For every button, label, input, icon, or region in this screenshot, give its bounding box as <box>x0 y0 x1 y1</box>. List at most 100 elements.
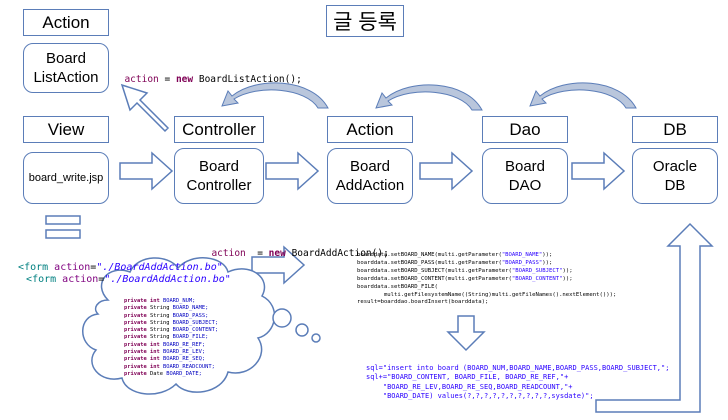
box-board-dao: Board DAO <box>482 148 568 204</box>
box-board-controller: Board Controller <box>174 148 264 204</box>
setter-line: boarddata.setBOARD_NAME(multi.getParamet… <box>357 252 616 260</box>
field-keyword: private <box>124 370 147 377</box>
setter-code: )); <box>562 275 573 282</box>
field-keyword: private <box>124 334 147 341</box>
setter-code: )); <box>562 267 573 274</box>
field-line: private int BOARD_RE_SEQ; <box>124 356 218 363</box>
setter-code: boarddata.setBOARD_NAME(multi.getParamet… <box>357 252 502 258</box>
field-type: String <box>146 305 170 312</box>
header-action: Action <box>327 116 413 143</box>
field-keyword: private int <box>124 356 160 363</box>
setter-code: boarddata.setBOARD_FILE( <box>357 283 438 290</box>
field-type: Date <box>146 370 163 377</box>
field-name: BOARD_DATE; <box>162 370 202 377</box>
field-line: private Date BOARD_DATE; <box>124 371 218 378</box>
field-keyword: private <box>124 327 147 334</box>
sql-line: sql="insert into board (BOARD_NUM,BOARD_… <box>366 364 670 372</box>
arrow-controller-to-list-action <box>120 83 170 133</box>
equals-bar-bottom <box>45 229 81 239</box>
setter-line: boarddata.setBOARD_PASS(multi.getParamet… <box>357 260 616 268</box>
setter-line: result=boarddao.boardInsert(boarddata); <box>357 299 616 307</box>
arrow-right-dao-to-db <box>571 151 626 191</box>
sql-line: sql+="BOARD_CONTENT, BOARD_FILE, BOARD_R… <box>366 373 569 382</box>
form-attr: action <box>62 274 99 285</box>
form-tag: <form <box>18 262 55 273</box>
header-action-top: Action <box>23 9 109 36</box>
field-type: String <box>146 327 170 334</box>
arrow-sql-to-db <box>595 222 714 413</box>
return-arc-db-to-dao <box>529 82 637 109</box>
field-line: private String BOARD_NAME; <box>124 305 218 312</box>
setter-code: result=boarddao.boardInsert(boarddata); <box>357 299 489 306</box>
field-line: private int BOARD_READCOUNT; <box>124 364 218 371</box>
setter-code: boarddata.setBOARD_CONTENT(multi.getPara… <box>357 275 512 282</box>
field-name: BOARD_READCOUNT; <box>159 363 215 370</box>
field-line: private String BOARD_FILE; <box>124 334 218 341</box>
setter-code: boarddata.setBOARD_SUBJECT(multi.getPara… <box>357 267 512 274</box>
field-keyword: private int <box>124 349 160 356</box>
field-name: BOARD_NAME; <box>169 305 209 312</box>
thought-bubble-small <box>311 333 321 343</box>
setter-code: )); <box>542 259 553 266</box>
arrow-right-view-to-controller <box>119 151 174 191</box>
page-title: 글 등록 <box>326 5 404 37</box>
code-eq: = <box>158 74 176 85</box>
field-type: String <box>146 312 170 319</box>
form-attr: action <box>54 262 91 273</box>
code-add-action: action = new BoardAddAction(); <box>200 237 389 259</box>
code-rest: BoardListAction(); <box>193 74 302 85</box>
field-name: BOARD_CONTENT; <box>169 327 219 334</box>
field-name: BOARD_RE_SEQ; <box>159 356 206 363</box>
sql-line: "BOARD_DATE) values(?,?,?,?,?,?,?,?,?,?,… <box>366 392 594 401</box>
code-var: action <box>124 74 159 85</box>
setter-string: "BOARD_SUBJECT" <box>511 267 563 274</box>
header-controller: Controller <box>174 116 264 143</box>
code-rest: BoardAddAction(); <box>285 248 389 259</box>
code-keyword: new <box>175 74 194 85</box>
code-sql: sql="insert into board (BOARD_NUM,BOARD_… <box>366 364 669 402</box>
thought-bubble-medium <box>295 323 309 337</box>
setter-string: "BOARD_PASS" <box>501 259 543 266</box>
field-name: BOARD_NUM; <box>159 298 196 304</box>
field-keyword: private int <box>124 363 160 370</box>
arrow-right-action-to-dao <box>419 151 474 191</box>
header-view: View <box>23 116 109 143</box>
setter-line: multi.getFilesystemName((String)multi.ge… <box>357 292 616 300</box>
code-list-action: action = new BoardListAction(); <box>113 63 302 85</box>
field-name: BOARD_RE_LEV; <box>159 349 206 356</box>
field-line: private int BOARD_RE_REF; <box>124 342 218 349</box>
equals-bar-top <box>45 215 81 225</box>
return-arc-dao-to-action <box>375 84 483 111</box>
code-form-line-1: <form action="./BoardAddAction.bo" <box>6 251 223 273</box>
form-eq: = <box>98 274 105 285</box>
setter-code: multi.getFilesystemName((String)multi.ge… <box>357 291 617 298</box>
setter-line: boarddata.setBOARD_SUBJECT(multi.getPara… <box>357 268 616 276</box>
field-keyword: private <box>124 319 147 326</box>
setter-line: boarddata.setBOARD_CONTENT(multi.getPara… <box>357 276 616 284</box>
form-eq: = <box>90 262 97 273</box>
field-type: String <box>146 319 170 326</box>
field-name: BOARD_SUBJECT; <box>169 319 219 326</box>
field-keyword: private <box>124 305 147 312</box>
form-val: "./BoardAddAction.bo" <box>96 262 223 273</box>
field-name: BOARD_RE_REF; <box>159 341 206 348</box>
thought-bubble-large <box>272 308 292 328</box>
header-dao: Dao <box>482 116 568 143</box>
field-name: BOARD_PASS; <box>169 312 209 319</box>
field-line: private String BOARD_SUBJECT; <box>124 320 218 327</box>
field-line: private String BOARD_PASS; <box>124 313 218 320</box>
setter-line: boarddata.setBOARD_FILE( <box>357 284 616 292</box>
field-line: private int BOARD_RE_LEV; <box>124 349 218 356</box>
field-line: private String BOARD_CONTENT; <box>124 327 218 334</box>
field-line: private int BOARD_NUM; <box>124 298 218 305</box>
field-type: String <box>146 334 170 341</box>
field-keyword: private int <box>124 341 160 348</box>
code-var: action <box>211 248 246 259</box>
setter-code: )); <box>542 252 553 258</box>
setter-string: "BOARD_CONTENT" <box>511 275 563 282</box>
code-keyword: new <box>268 248 286 259</box>
field-keyword: private <box>124 312 147 319</box>
box-board-add-action: Board AddAction <box>327 148 413 204</box>
arrow-down-to-sql <box>446 315 486 352</box>
